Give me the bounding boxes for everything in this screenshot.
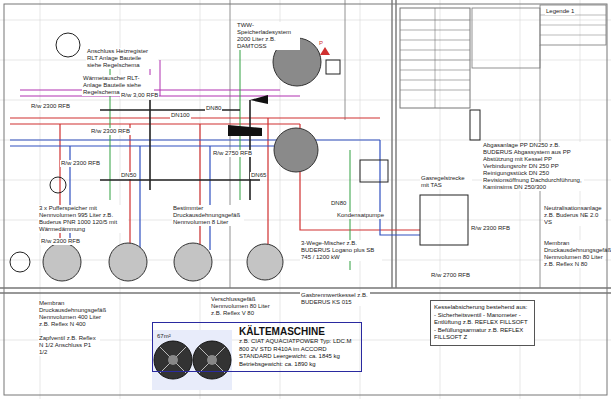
annotation-label: R/w 3,00 RFB [120, 92, 159, 99]
chiller-unit: KÄLTEMASCHINEz.B. CIAT AQUACIATPOWER Typ… [152, 322, 362, 372]
annotation-label: Verschlussgefäß Nennvolumen 80 Liter z.B… [210, 296, 274, 317]
annotation-label: R/w 2700 RFB [430, 272, 471, 279]
annotation-label: R/w 2300 RFB [30, 103, 71, 110]
annotation-label: R/w 2300 RFB [40, 238, 81, 245]
note-box: Kesselabsicherung bestehend aus: - Siche… [430, 300, 535, 346]
annotation-label: DN50 [120, 172, 137, 179]
unit-note: z.B. CIAT AQUACIATPOWER Typ: LDC.M 800 2… [239, 338, 357, 368]
annotation-label: DN80 [205, 105, 222, 112]
unit-heading: KÄLTEMASCHINE [239, 326, 357, 338]
annotation-label: R/w 2750 RFB [212, 150, 253, 157]
annotation-label: R/w 2300 RFB [90, 128, 131, 135]
annotation-label: DN80 [330, 200, 347, 207]
annotation-label: Anschluss Heizregister RLT Anlage Bautei… [86, 48, 158, 69]
annotation-label: Legende 1 [545, 8, 575, 15]
annotation-label: Neutralisationsanlage z.B. Buderus NE 2.… [543, 205, 605, 226]
annotation-label: Kondensatpumpe [336, 212, 385, 219]
annotation-label: TWW-Speicherladesystem 2000 Liter z.B. D… [236, 22, 300, 50]
annotation-label: R/w 2300 RFB [60, 160, 101, 167]
annotation-label: R/w 2300 RFB [470, 225, 511, 232]
annotation-label: Membran Druckausdehnungsgefäß Nennvolume… [38, 300, 110, 328]
annotation-label: 3-Wege-Mischer z.B. BUDERUS Logano plus … [300, 240, 382, 261]
annotation-label: P [318, 40, 324, 47]
annotation-label: Gasregelstrecke mit TAS [420, 175, 472, 189]
annotation-label: Membran Druckausdehnungsgefäß Nennvolume… [543, 240, 605, 268]
annotation-label: Gasbrennwertkessel z.B. BUDERUS KS 015 [300, 292, 370, 306]
annotation-label: Abgasanlage PP DN250 z.B. BUDERUS Abgass… [482, 142, 584, 191]
unit-note: Kesselabsicherung bestehend aus: - Siche… [434, 304, 530, 342]
annotation-label: 3 x Pufferspeicher mit Nennvolumen 995 L… [38, 205, 128, 233]
annotation-label: 67m² [156, 333, 172, 340]
chiller-fans [152, 330, 232, 390]
annotation-label: Zapfventil z.B. Reflex N 1/2 Anschluss P… [38, 335, 100, 356]
annotation-label: DN65 [250, 172, 267, 179]
annotation-label: DN100 [170, 112, 191, 119]
annotation-label: Bestimmter Druckausdehnungsgefäß Nennvol… [172, 205, 244, 226]
